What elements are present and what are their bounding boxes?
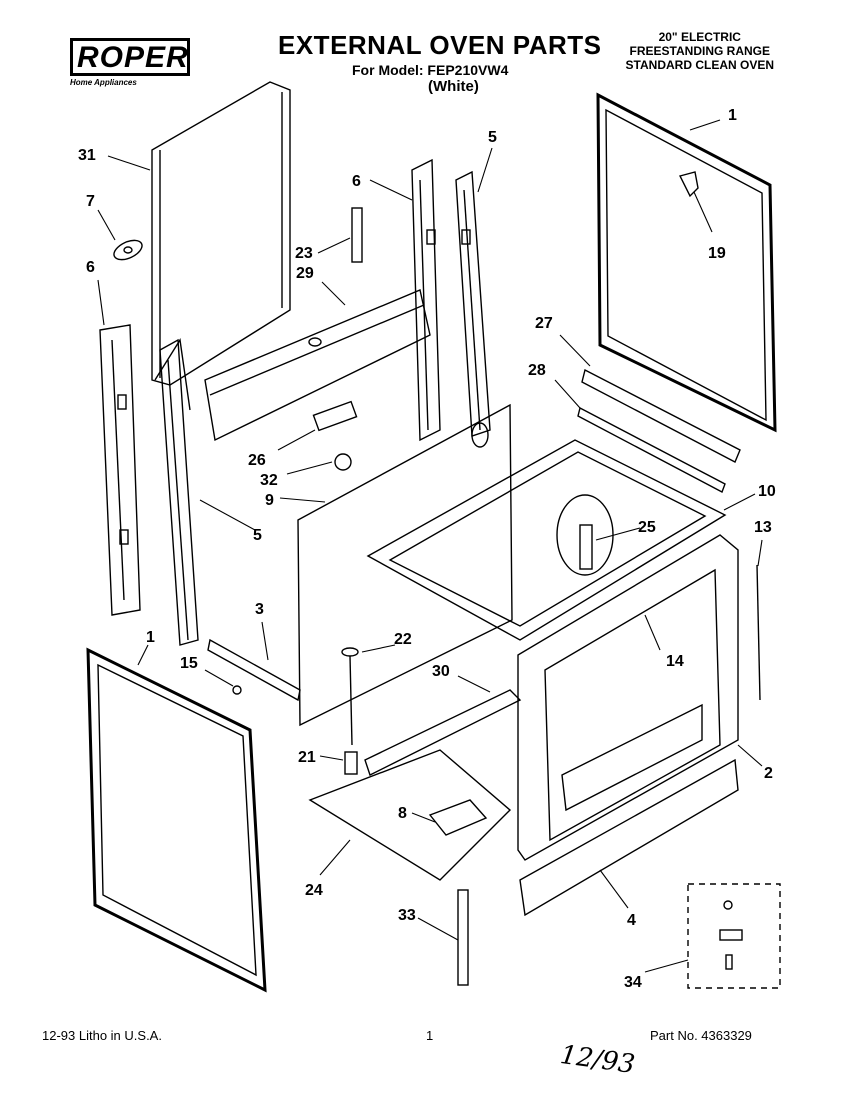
part-34-kit bbox=[687, 883, 781, 989]
callout-15: 15 bbox=[180, 655, 198, 672]
callout-3: 3 bbox=[255, 601, 264, 618]
part-32-clip bbox=[334, 453, 352, 471]
part-19-clip bbox=[678, 171, 699, 198]
part-26-terminal-block bbox=[312, 400, 358, 432]
part-29-cross-brace bbox=[204, 289, 431, 442]
part-2-front-frame bbox=[517, 534, 739, 861]
part-3-rail bbox=[207, 638, 301, 702]
brand-tagline: Home Appliances bbox=[70, 78, 137, 87]
color-label: (White) bbox=[428, 78, 479, 95]
callout-1-right: 1 bbox=[728, 107, 737, 124]
callout-14: 14 bbox=[666, 653, 684, 670]
callout-13: 13 bbox=[754, 519, 772, 536]
part-25-element bbox=[579, 524, 593, 570]
callout-24: 24 bbox=[305, 882, 323, 899]
part-33-leveler bbox=[457, 889, 469, 986]
callout-2: 2 bbox=[764, 765, 773, 782]
part-15-screw bbox=[232, 685, 242, 695]
callout-8: 8 bbox=[398, 805, 407, 822]
callout-5-top: 5 bbox=[488, 129, 497, 146]
callout-25: 25 bbox=[638, 519, 656, 536]
callout-5-left: 5 bbox=[253, 527, 262, 544]
callout-26: 26 bbox=[248, 452, 266, 469]
part-4-front-rail bbox=[519, 758, 739, 917]
brand-logo: ROPER Home Appliances bbox=[70, 38, 190, 87]
part-10-top-panel bbox=[366, 439, 727, 641]
part-8-bracket bbox=[428, 799, 488, 836]
callout-21: 21 bbox=[298, 749, 316, 766]
part-24-bottom-panel bbox=[308, 749, 512, 881]
model-line: For Model: FEP210VW4 bbox=[352, 62, 509, 78]
spec-line-3: STANDARD CLEAN OVEN bbox=[625, 58, 774, 72]
part-22-spacer bbox=[341, 647, 359, 746]
part-6-left-rail bbox=[99, 324, 141, 616]
callout-30: 30 bbox=[432, 663, 450, 680]
part-1-right-frame bbox=[596, 92, 777, 433]
part-5-left-channel bbox=[154, 338, 199, 646]
part-28-strip bbox=[577, 406, 726, 493]
callout-6-left: 6 bbox=[86, 259, 95, 276]
brand-name: ROPER bbox=[70, 38, 190, 76]
page-title: EXTERNAL OVEN PARTS bbox=[278, 30, 602, 60]
part-27-strip bbox=[581, 368, 741, 463]
callout-28: 28 bbox=[528, 362, 546, 379]
print-date: 12-93 Litho in U.S.A. bbox=[42, 1028, 162, 1043]
spec-line-1: 20" ELECTRIC bbox=[658, 30, 741, 44]
callout-9: 9 bbox=[265, 492, 274, 509]
callout-33: 33 bbox=[398, 907, 416, 924]
part-13-rod bbox=[756, 564, 761, 701]
callout-7: 7 bbox=[86, 193, 95, 210]
callout-10: 10 bbox=[758, 483, 776, 500]
part-30-brace bbox=[364, 689, 522, 776]
spec-block: 20" ELECTRIC FREESTANDING RANGE STANDARD… bbox=[626, 30, 774, 72]
part-7-plate bbox=[113, 239, 143, 261]
callout-23: 23 bbox=[295, 245, 313, 262]
page-number: 1 bbox=[426, 1028, 434, 1043]
callout-1-left: 1 bbox=[146, 629, 155, 646]
part-23-bracket bbox=[351, 207, 363, 263]
part-21-foot bbox=[344, 751, 358, 775]
part-1-left-frame bbox=[86, 647, 267, 993]
callout-19: 19 bbox=[708, 245, 726, 262]
spec-line-2: FREESTANDING RANGE bbox=[629, 44, 770, 58]
leader-lines bbox=[97, 119, 763, 973]
part-5-right-channel bbox=[455, 170, 491, 437]
callout-22: 22 bbox=[394, 631, 412, 648]
part-9-rear-panel bbox=[297, 403, 513, 727]
part-31-back-panel bbox=[151, 81, 291, 386]
callout-34: 34 bbox=[624, 974, 642, 991]
callout-32: 32 bbox=[260, 472, 278, 489]
part-6-right-upright bbox=[411, 158, 441, 442]
callout-4: 4 bbox=[627, 912, 636, 929]
callout-6-right: 6 bbox=[352, 173, 361, 190]
callout-labels: 31 7 6 6 5 5 23 29 26 32 9 1 19 27 28 10… bbox=[78, 107, 776, 991]
part-number: Part No. 4363329 bbox=[650, 1028, 752, 1043]
callout-29: 29 bbox=[296, 265, 314, 282]
callout-27: 27 bbox=[535, 315, 553, 332]
callout-31: 31 bbox=[78, 147, 96, 164]
